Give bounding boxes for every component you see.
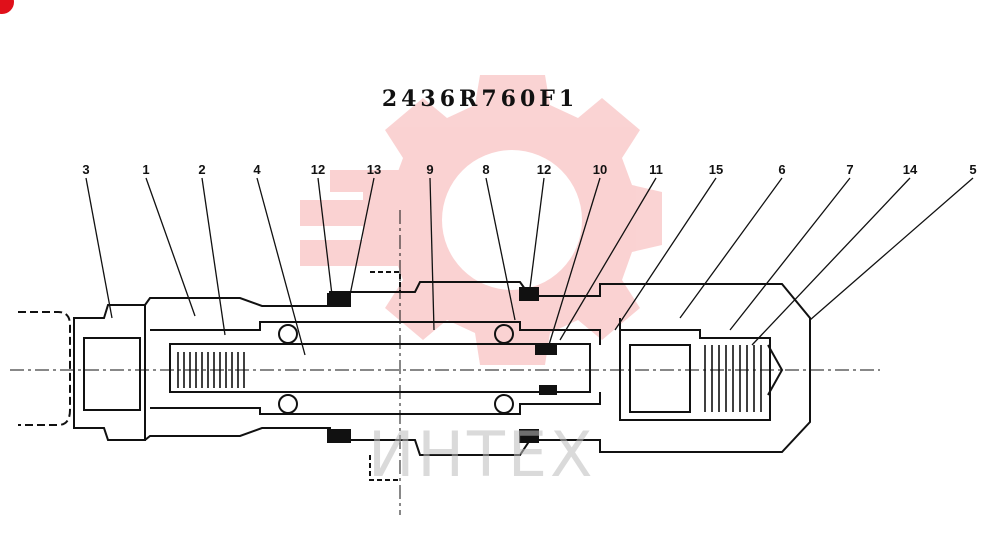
callout-15: 15 (708, 162, 724, 177)
leader-lines (85, 177, 974, 356)
valve-body-outline (18, 271, 811, 481)
callout-5: 5 (969, 162, 977, 177)
callout-11: 11 (649, 162, 663, 177)
callout-7: 7 (846, 162, 854, 177)
callout-3: 3 (82, 162, 90, 177)
watermark-text: ИНТЕХ (368, 418, 596, 491)
callout-9: 9 (426, 162, 434, 177)
drawing-title: 2436R760F1 (381, 86, 579, 112)
callout-2: 2 (198, 162, 206, 177)
callout-8: 8 (482, 162, 490, 177)
callout-6: 6 (778, 162, 786, 177)
callout-13: 13 (366, 162, 382, 177)
callout-10: 10 (592, 162, 608, 177)
callout-12: 12 (310, 162, 326, 177)
watermark-logo (300, 75, 662, 365)
callout-12: 12 (536, 162, 552, 177)
callout-14: 14 (902, 162, 918, 177)
callout-1: 1 (142, 162, 150, 177)
callout-4: 4 (253, 162, 261, 177)
